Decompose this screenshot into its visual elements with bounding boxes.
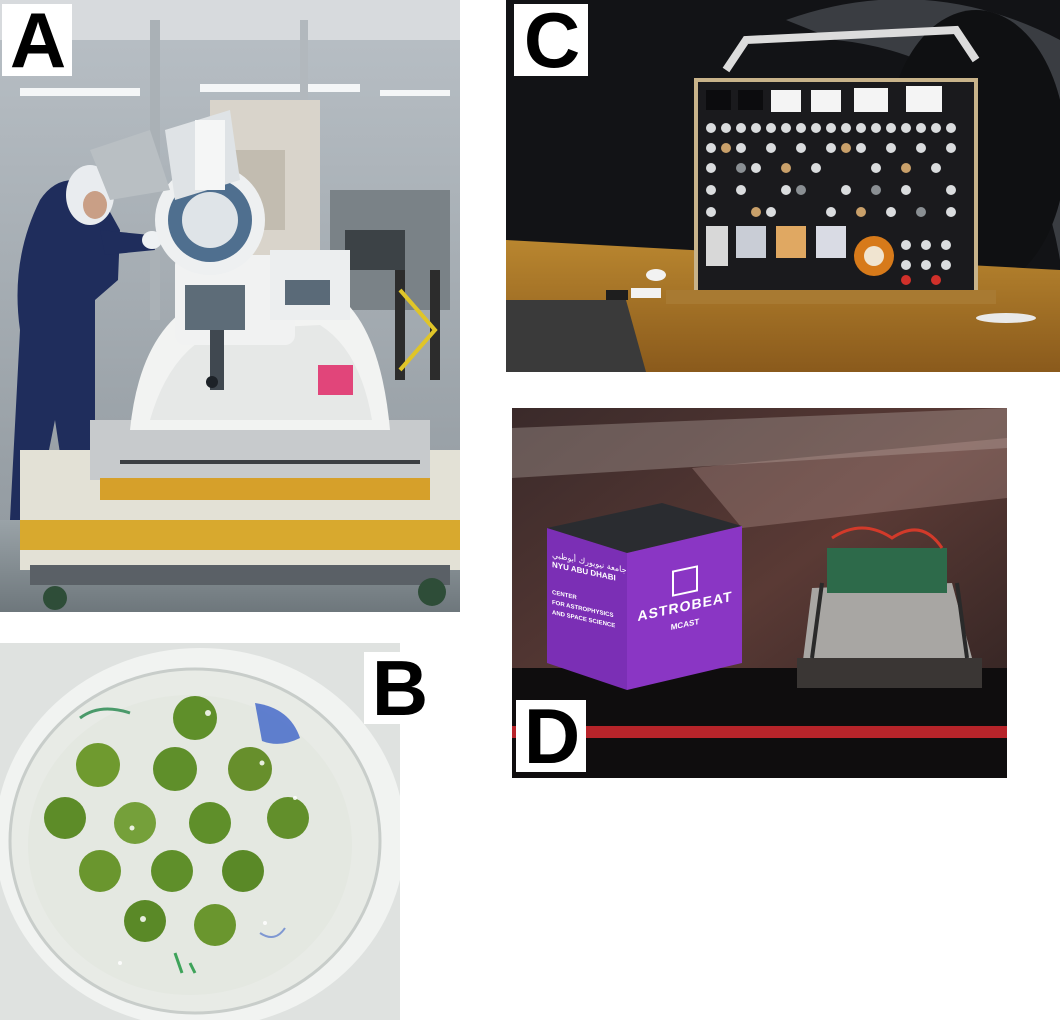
- cube-left-face-text: جامعة نيويورك أبوظبي NYU ABU DHABI CENTE…: [552, 550, 627, 686]
- moss-colonies: [44, 696, 309, 946]
- petri-dish-photo: [0, 643, 400, 1020]
- panel-b-photo: [0, 643, 400, 1020]
- exposure-panel-photo: [506, 0, 1060, 372]
- panel-d-photo: جامعة نيويورك أبوظبي NYU ABU DHABI CENTE…: [512, 408, 1007, 778]
- cube-right-face-text: ASTROBEAT MCAST: [630, 556, 740, 689]
- panel-label-c: C: [514, 1, 588, 79]
- sample-grid: [706, 86, 956, 285]
- panel-label-d: D: [516, 697, 586, 775]
- panel-c-photo: [506, 0, 1060, 372]
- cube-logo-icon: [672, 565, 698, 597]
- clean-room-photo: [0, 0, 460, 612]
- panel-label-b: B: [364, 649, 434, 727]
- cubesat-photo: [512, 408, 1007, 778]
- panel-label-a: A: [2, 1, 72, 79]
- panel-a-photo: [0, 0, 460, 612]
